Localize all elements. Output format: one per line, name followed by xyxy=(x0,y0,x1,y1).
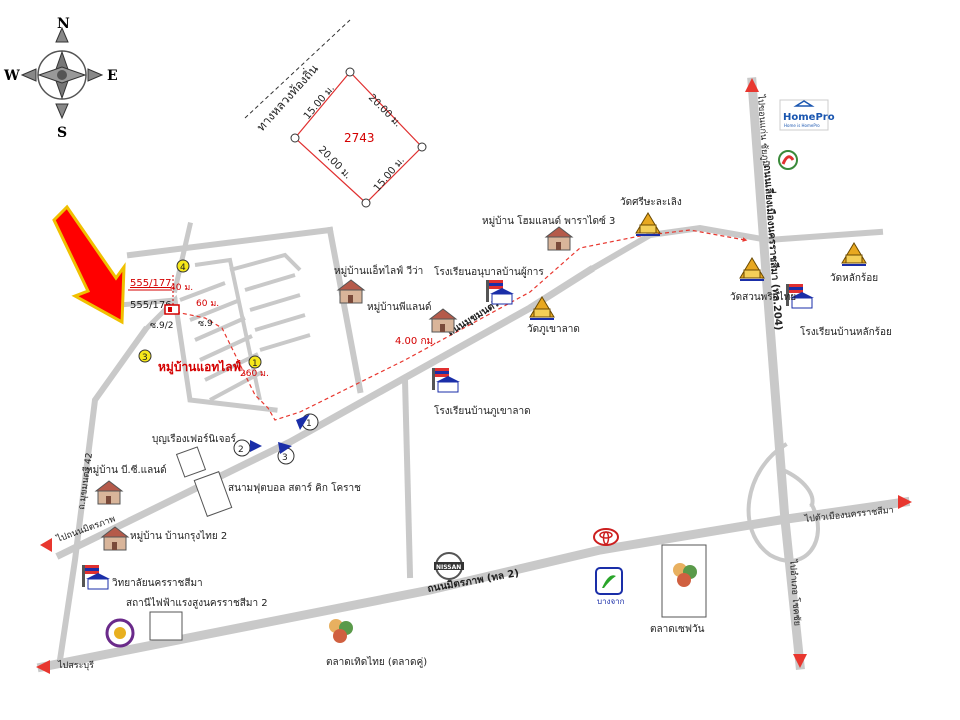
compass-n-label: N xyxy=(57,16,70,32)
distance-260-label: 260 ม. xyxy=(240,369,269,379)
house-icon xyxy=(544,226,574,251)
bangchak-label: บางจาก xyxy=(597,597,625,606)
label-atlife-viva: หมู่บ้านแอ็ทไลฟ์ วีว่า xyxy=(334,263,423,277)
marker-4: 4 xyxy=(180,263,186,273)
plot-side-top: 20.00 ม. xyxy=(366,92,403,129)
label-bc-land: หมู่บ้าน บี.ซี.แลนด์ xyxy=(86,464,167,476)
label-phiiland: หมู่บ้านพีแลนด์ xyxy=(367,301,431,313)
label-college: วิทยาลัยนครราชสีมา xyxy=(112,577,203,589)
market-icon xyxy=(673,563,697,587)
house-icon xyxy=(94,480,124,505)
homepro-logo: HomePro Home is HomePro xyxy=(779,99,835,131)
marker-3: 3 xyxy=(142,353,148,363)
house-icon xyxy=(428,308,458,333)
plot-diagram: ทางหลวงท้องถิ่น 15.00 ม. 20.00 ม. 20.00 … xyxy=(244,19,427,208)
soi-9-label: ซ.9 xyxy=(198,319,213,329)
football-field-icon xyxy=(193,471,233,517)
college-seal-icon xyxy=(105,618,135,648)
circle-marker-1: 1 xyxy=(306,419,312,429)
village-atlife-label: หมู่บ้านแอทไลฟ์ xyxy=(158,359,241,375)
house-icon xyxy=(336,279,366,304)
label-school-phu-khao-lat: โรงเรียนบ้านภูเขาลาด xyxy=(434,404,531,417)
homepro-logo-text: HomePro xyxy=(783,112,835,123)
lot-markers: 555/177 555/176 40 ม. 60 ม. ซ.9/2 ซ.9 26… xyxy=(128,259,269,379)
compass-s-label: S xyxy=(57,125,67,141)
bangchak-logo-icon: บางจาก xyxy=(595,567,625,606)
circle-markers: 1 2 3 xyxy=(233,413,319,465)
homepro-tagline: Home is HomePro xyxy=(784,123,820,128)
compass-rose: N S W E xyxy=(3,16,118,141)
temple-icon xyxy=(529,296,555,320)
school-icon xyxy=(82,565,110,590)
lot-b-label: 555/176 xyxy=(130,300,172,311)
compass-e-label: E xyxy=(107,68,118,84)
label-wat-sri-chalerm: วัดศรีษะละเลิง xyxy=(620,196,682,208)
temple-icon xyxy=(635,212,661,236)
toyota-logo-icon xyxy=(593,528,619,546)
label-school-lak-roi: โรงเรียนบ้านหลักร้อย xyxy=(800,325,892,338)
label-football: สนามฟุตบอล สตาร์ คิก โคราช xyxy=(228,481,361,494)
lot-a-label: 555/177 xyxy=(130,278,172,289)
location-pointer-arrow xyxy=(52,204,126,325)
circle-marker-3: 3 xyxy=(282,453,288,463)
road-network xyxy=(36,77,911,673)
marker-1: 1 xyxy=(252,359,258,369)
dest-chokchai: ไปอำเภอ โชคชัย xyxy=(787,558,803,626)
label-krungthai: หมู่บ้าน บ้านกรุงไทย 2 xyxy=(130,530,227,542)
label-wat-suan-phrik-thai: วัดสวนพริกไทย xyxy=(730,291,796,303)
nissan-logo-icon: NISSAN xyxy=(434,552,464,580)
soi-2-label: ซ.9/2 xyxy=(150,321,173,331)
dest-saraburi: ไปสระบุรี xyxy=(57,660,94,671)
label-talat-seven: ตลาดเซฟวัน xyxy=(650,624,705,635)
plot-side-right: 15.00 ม. xyxy=(372,155,407,194)
label-talat-thai: ตลาดเทิดไทย (ตลาดคู่) xyxy=(326,656,427,668)
road-soi42-label: ถ.มุขมนตรี 42 xyxy=(76,452,95,510)
distance-60-label: 60 ม. xyxy=(196,299,219,309)
power-station-icon xyxy=(149,611,183,641)
school-icon xyxy=(486,280,514,305)
label-wat-phu-khao-lat: วัดภูเขาลาด xyxy=(527,324,580,335)
label-wat-lak-roi: วัดหลักร้อย xyxy=(830,272,878,284)
temple-icon xyxy=(841,242,867,266)
school-icon xyxy=(432,368,460,393)
circle-marker-2: 2 xyxy=(238,445,244,455)
nissan-text: NISSAN xyxy=(436,564,461,571)
plot-side-left: 15.00 ม. xyxy=(302,83,337,122)
label-furniture: บุญเรืองเฟอร์นิเจอร์ xyxy=(152,433,237,445)
label-power-station: สถานีไฟฟ้าแรงสูงนครราชสีมา 2 xyxy=(126,597,268,609)
dest-khon-kaen: ไปขอนแก่น ชัยภูมิ xyxy=(755,93,771,166)
furniture-building-icon xyxy=(175,446,207,478)
house-icon xyxy=(100,526,130,551)
market-icon xyxy=(329,619,353,643)
plot-lot-number: 2743 xyxy=(344,131,375,145)
compass-w-label: W xyxy=(3,68,20,84)
label-homeland: หมู่บ้าน โฮมแลนด์ พาราไดซ์ 3 xyxy=(482,214,615,227)
access-road-label: ทางหลวงท้องถิ่น xyxy=(252,60,321,134)
school-icon xyxy=(786,284,814,309)
distance-4km-label: 4.00 กม. xyxy=(395,336,436,347)
store-logo-icon xyxy=(778,150,798,170)
distance-40-label: 40 ม. xyxy=(170,283,193,293)
label-school-anuban: โรงเรียนอนุบาลบ้านผู้การ xyxy=(434,265,544,278)
temple-icon xyxy=(739,257,765,281)
